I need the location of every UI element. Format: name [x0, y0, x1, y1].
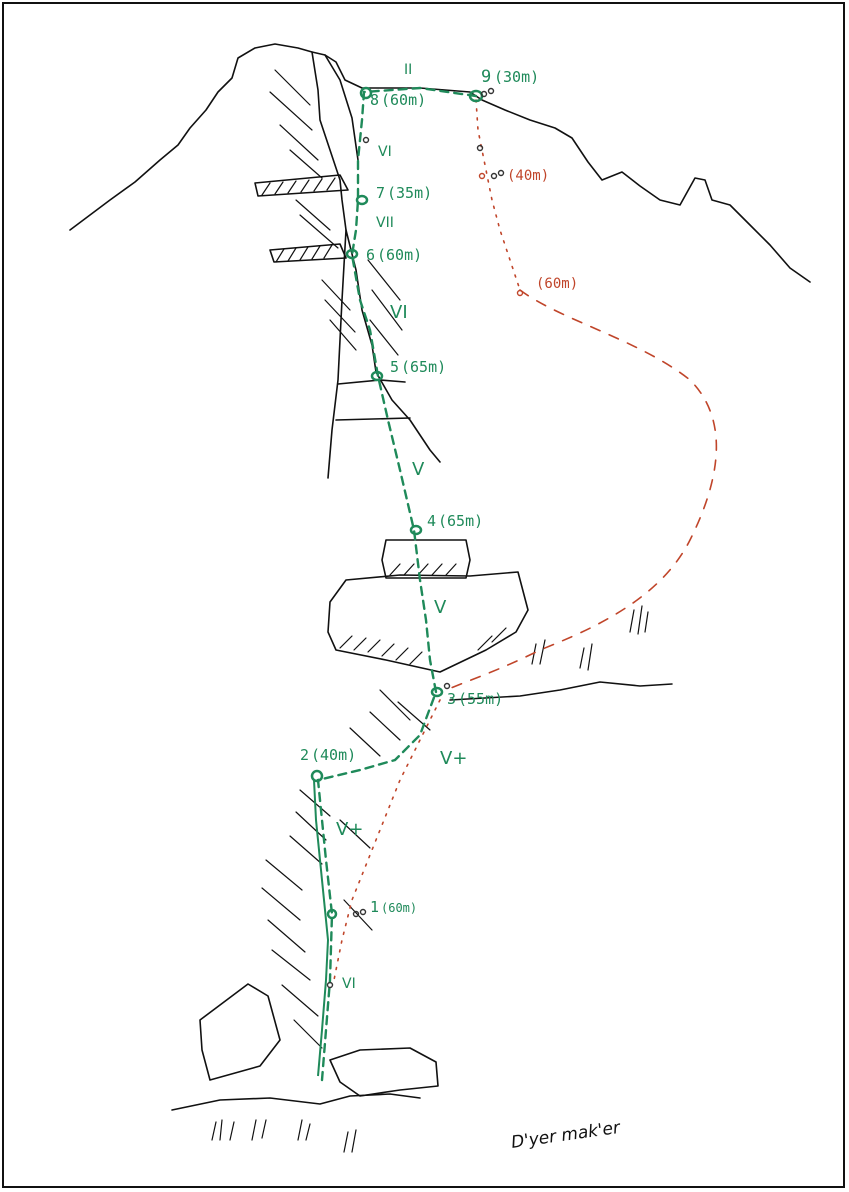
belay-label-5-num: 5 [390, 358, 399, 376]
summit-face-right [325, 55, 358, 160]
belay-label-5-len: (65m) [401, 358, 446, 376]
belay-label-4-num: 4 [427, 512, 436, 530]
belay-label-3-len: (55m) [458, 690, 503, 708]
grade-pitch-5: V [412, 459, 425, 480]
boulder-left [200, 984, 280, 1080]
belay-label-3-num: 3 [447, 690, 456, 708]
pillar-outline [328, 230, 346, 478]
grade-pitch-1: VI [342, 976, 356, 992]
upper-roof [255, 175, 348, 196]
belay-label-7-len: (35m) [387, 184, 432, 202]
belay-label-9-num: 9 [481, 67, 491, 87]
grade-pitch-4: V [434, 597, 447, 618]
small-block [382, 540, 470, 578]
grass-tufts [212, 606, 648, 1152]
belay-7 [357, 196, 367, 204]
belay-label-2-num: 2 [300, 746, 309, 764]
small-block-hatch [390, 564, 456, 575]
lower-roof [270, 244, 346, 262]
grade-pitch-7: VII [376, 215, 394, 231]
belay-label-4-len: (65m) [438, 512, 483, 530]
alt-label-upper: (40m) [507, 168, 549, 184]
pillar-base [336, 380, 410, 420]
pillar-right [376, 372, 440, 462]
large-block-hatch [340, 628, 506, 664]
belay-4 [411, 526, 421, 534]
alt-route-curve [446, 290, 716, 690]
alt-route-upper [476, 100, 520, 290]
main-route-line [318, 88, 476, 1080]
alt-route-lower [334, 700, 440, 980]
belay-label-8-len: (60m) [381, 91, 426, 109]
ridge-outline [70, 44, 810, 282]
ground-base [172, 1094, 420, 1110]
grade-pitch-6: VI [390, 302, 408, 323]
route-title: D'yer mak'er [510, 1118, 622, 1153]
alt-label-lower: (60m) [536, 276, 578, 292]
belay-label-2-len: (40m) [311, 746, 356, 764]
belay-label-1-num: 1 [370, 898, 379, 916]
lower-buttress-hatching [262, 690, 430, 1048]
belay-label-9-len: (30m) [494, 68, 539, 86]
grade-summit: II [404, 62, 412, 78]
large-block [328, 572, 528, 672]
belay-label-6-len: (60m) [377, 246, 422, 264]
summit-hatching [270, 70, 402, 355]
boulder-right [330, 1048, 438, 1096]
belay-stations [312, 88, 482, 918]
grade-pitch-8: VI [378, 144, 392, 160]
belay-label-6-num: 6 [366, 246, 375, 264]
grade-pitch-3: V+ [440, 748, 467, 769]
summit-face-left [312, 52, 376, 372]
belay-label-7-num: 7 [376, 184, 385, 202]
grade-pitch-2: V+ [336, 819, 363, 840]
belay-label-1-len: (60m) [381, 901, 417, 915]
belay-1 [328, 910, 336, 918]
belay-label-8-num: 8 [370, 91, 379, 109]
